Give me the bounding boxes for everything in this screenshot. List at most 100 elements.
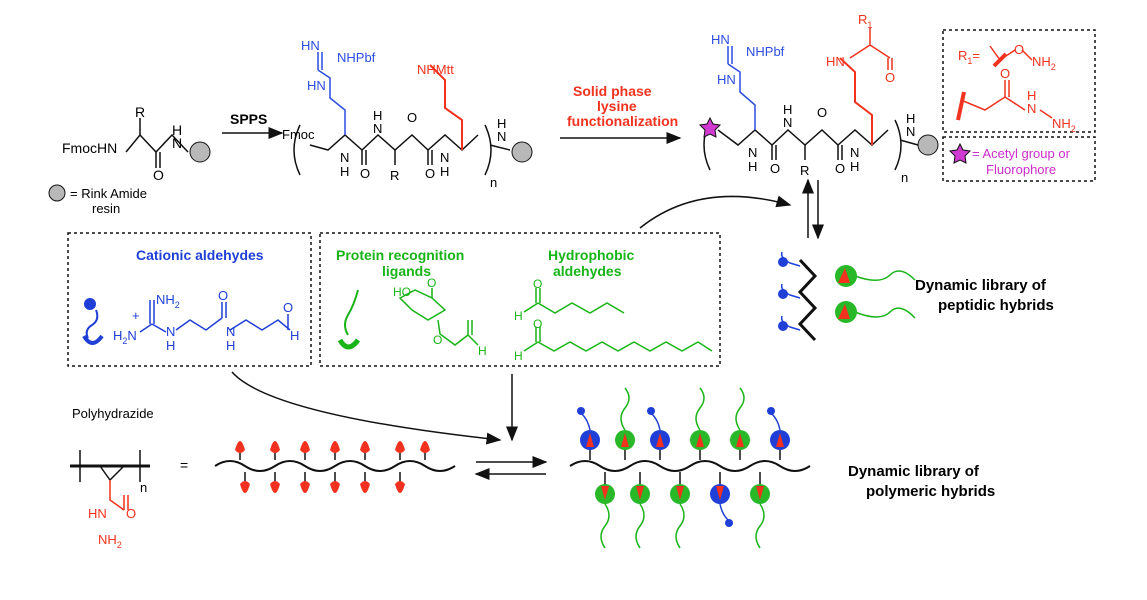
hydrazone-icon — [716, 486, 724, 500]
polymeric-library-units — [577, 387, 790, 549]
star-legend-line1: = Acetyl group or — [972, 146, 1071, 161]
polymeric-library-label-1: Dynamic library of — [848, 463, 980, 480]
cationic-n1: N — [166, 324, 175, 339]
hydrazone-icon — [636, 486, 644, 500]
fn-guanidine-hn: HN — [711, 32, 730, 47]
hydrazide-drop-icon — [300, 441, 310, 453]
cation-tail — [651, 413, 661, 431]
hydrazide-drop-icon — [395, 441, 405, 453]
cationic-h2: H — [226, 338, 235, 353]
r1-hydrazide-n: N — [1027, 101, 1036, 116]
hydrazide-drop-icon — [240, 481, 250, 493]
peptide-n-repeat: n — [490, 175, 497, 190]
sugar-linker-o: O — [433, 333, 442, 347]
hydrazone-icon — [601, 486, 609, 500]
nhpbf-label: NHPbf — [337, 50, 376, 65]
hydrophobic-aldehyde-short — [523, 288, 625, 314]
peptidic-hydrazone-icon-1 — [838, 268, 850, 283]
fmochn-label: FmocHN — [62, 140, 117, 156]
fn-n3: N — [850, 145, 859, 160]
fn-n2: N — [783, 115, 792, 130]
peptide-n1: N — [340, 150, 349, 165]
reactant-n: N — [172, 135, 182, 151]
fn-h-terminal: H — [906, 111, 915, 126]
r1-oxyamine-nh2: NH2 — [1032, 54, 1056, 72]
cation-linker-icon — [85, 309, 99, 339]
peptide-resin-bead-icon — [511, 141, 533, 163]
fn-o1: O — [770, 161, 780, 176]
peptide-n2: N — [373, 121, 382, 136]
hydrophobic-aldehydes-title-1: Hydrophobic — [548, 247, 635, 263]
fn-nhpbf-label: NHPbf — [746, 44, 785, 59]
ligand-linker-icon — [344, 289, 359, 336]
starting-amino-acid — [125, 118, 189, 168]
hydrazone-icon — [676, 486, 684, 500]
cation-tail — [581, 413, 591, 431]
recognition-ligands-title-2: ligands — [382, 263, 431, 279]
sugar-h: H — [478, 344, 487, 358]
cation-symbol-icon — [577, 407, 585, 415]
hydrazide-drop-icon — [270, 481, 280, 493]
r1-hydrazide-o: O — [1000, 66, 1010, 81]
hydrazide-drop-icon — [330, 481, 340, 493]
peptide-n3: N — [440, 150, 449, 165]
star-legend-line2: Fluorophore — [986, 162, 1056, 177]
peptidic-cation-icon-1 — [778, 257, 788, 267]
spps-label: SPPS — [230, 111, 267, 127]
hydrazide-drop-icon — [300, 481, 310, 493]
long-aldehyde-o: O — [533, 317, 542, 331]
cation-symbol-icon — [647, 407, 655, 415]
recognition-ligands-title-1: Protein recognition — [336, 247, 464, 263]
hydrophobic-aldehydes-title-2: aldehydes — [553, 263, 622, 279]
cationic-aldehyde-structure — [139, 300, 291, 333]
peptide-o2: O — [407, 110, 417, 125]
cationic-plus: + — [132, 308, 140, 323]
peptidic-library-label-1: Dynamic library of — [915, 277, 1047, 294]
peptide-o1: O — [360, 166, 370, 181]
peptidic-cation-icon-2 — [778, 289, 788, 299]
hydrazide-drop-icon — [330, 441, 340, 453]
fmoc-label: Fmoc — [282, 127, 315, 142]
cationic-nh2: NH2 — [156, 292, 180, 310]
reactant-h: H — [172, 122, 182, 138]
fn-h3: H — [850, 159, 859, 174]
sugar-aldehyde-structure — [398, 288, 479, 346]
polyhydrazide-nh2: NH2 — [98, 532, 122, 550]
ligand-tail — [620, 387, 630, 431]
cationic-hald: H — [290, 328, 299, 343]
short-aldehyde-h: H — [514, 309, 523, 323]
polyhydrazide-hn: HN — [88, 506, 107, 521]
solid-phase-label-3: functionalization — [567, 113, 678, 129]
peptide-h1: H — [340, 164, 349, 179]
nhmtt-label: NHMtt — [417, 62, 454, 77]
star-legend-box — [942, 136, 1096, 182]
polyhydrazide-hydrazides — [235, 441, 430, 493]
cationic-aldehydes-title: Cationic aldehydes — [136, 247, 264, 263]
polyhydrazide-n: n — [140, 480, 147, 495]
hydrazide-drop-icon — [360, 441, 370, 453]
cationic-to-polymer-arrow — [231, 371, 502, 445]
fn-guanidine-link-hn: HN — [717, 72, 736, 87]
peptide-h-terminal: H — [497, 116, 506, 131]
hydrazide-drop-icon — [420, 441, 430, 453]
fn-n1: N — [748, 145, 757, 160]
peptide-h2: H — [373, 108, 382, 123]
peptide-h3: H — [440, 164, 449, 179]
fn-r: R — [800, 163, 809, 178]
hydrazone-icon — [696, 433, 704, 447]
hydrazone-icon — [756, 486, 764, 500]
peptidic-library-cartoon — [780, 251, 916, 342]
hydrazone-icon — [621, 433, 629, 447]
polyhydrazide-o: O — [126, 506, 136, 521]
short-aldehyde-o: O — [533, 277, 542, 291]
fn-o2: O — [817, 105, 827, 120]
cationic-h2n: H2N — [113, 328, 137, 346]
peptide-o3: O — [425, 166, 435, 181]
cationic-o1: O — [218, 288, 228, 303]
hydrazone-icon — [656, 433, 664, 447]
guanidine-hn: HN — [301, 38, 320, 53]
hydrazide-drop-icon — [235, 441, 245, 453]
r1-hydrazide-nh2: NH2 — [1052, 116, 1076, 134]
protected-peptide — [293, 52, 511, 176]
